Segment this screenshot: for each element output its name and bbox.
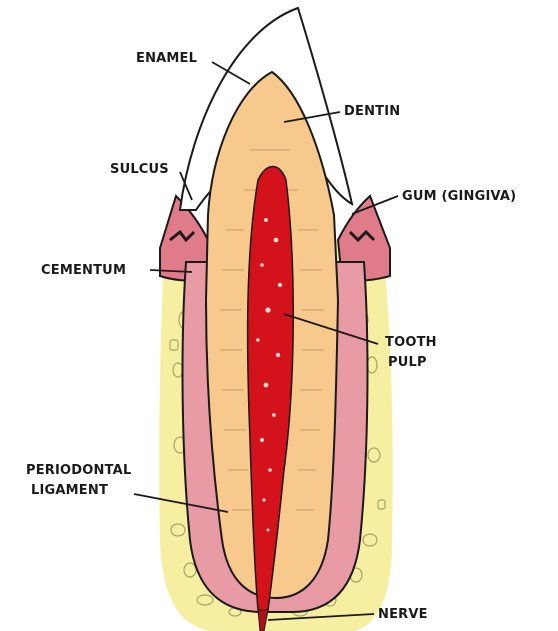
label-sulcus: SULCUS xyxy=(110,161,169,179)
label-dentin: DENTIN xyxy=(344,103,400,121)
label-tooth-pulp-line2: PULP xyxy=(388,354,427,372)
label-enamel: ENAMEL xyxy=(136,50,197,68)
label-cementum: CEMENTUM xyxy=(41,262,126,280)
label-periodontal-line2: LIGAMENT xyxy=(31,482,108,500)
label-gum-gingiva: GUM (GINGIVA) xyxy=(402,188,516,206)
label-nerve: NERVE xyxy=(378,606,428,624)
label-tooth-pulp-line1: TOOTH xyxy=(385,334,437,352)
label-periodontal-line1: PERIODONTAL xyxy=(26,462,131,480)
